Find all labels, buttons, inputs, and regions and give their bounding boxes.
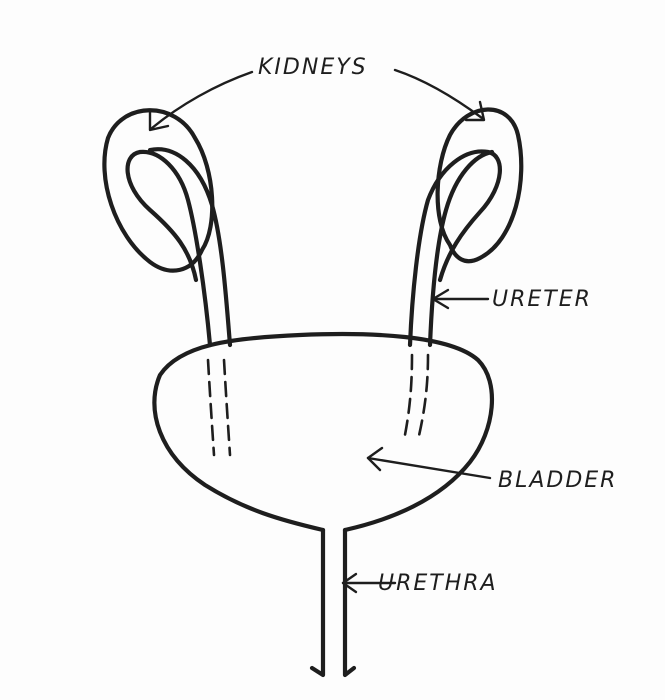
right-ureter-dashed-a bbox=[404, 355, 412, 440]
left-ureter-outer bbox=[128, 152, 210, 345]
left-ureter-dashed-a bbox=[208, 360, 214, 455]
kidneys-label: KIDNEYS bbox=[258, 55, 368, 80]
urethra-left-wall bbox=[312, 530, 323, 675]
kidneys-right-arrow bbox=[395, 70, 482, 118]
kidneys-left-arrow bbox=[152, 72, 252, 128]
bladder-label: BLADDER bbox=[498, 468, 617, 493]
right-ureter-dashed-b bbox=[418, 355, 428, 440]
bladder bbox=[154, 334, 492, 530]
right-ureter-outer bbox=[410, 151, 500, 345]
urethra-right-wall bbox=[345, 530, 354, 675]
ureter-label: URETER bbox=[492, 287, 592, 312]
left-ureter-inner bbox=[150, 149, 230, 345]
left-ureter-dashed-b bbox=[224, 360, 230, 455]
urethra-label: URETHRA bbox=[378, 571, 498, 596]
right-kidney bbox=[438, 109, 522, 261]
